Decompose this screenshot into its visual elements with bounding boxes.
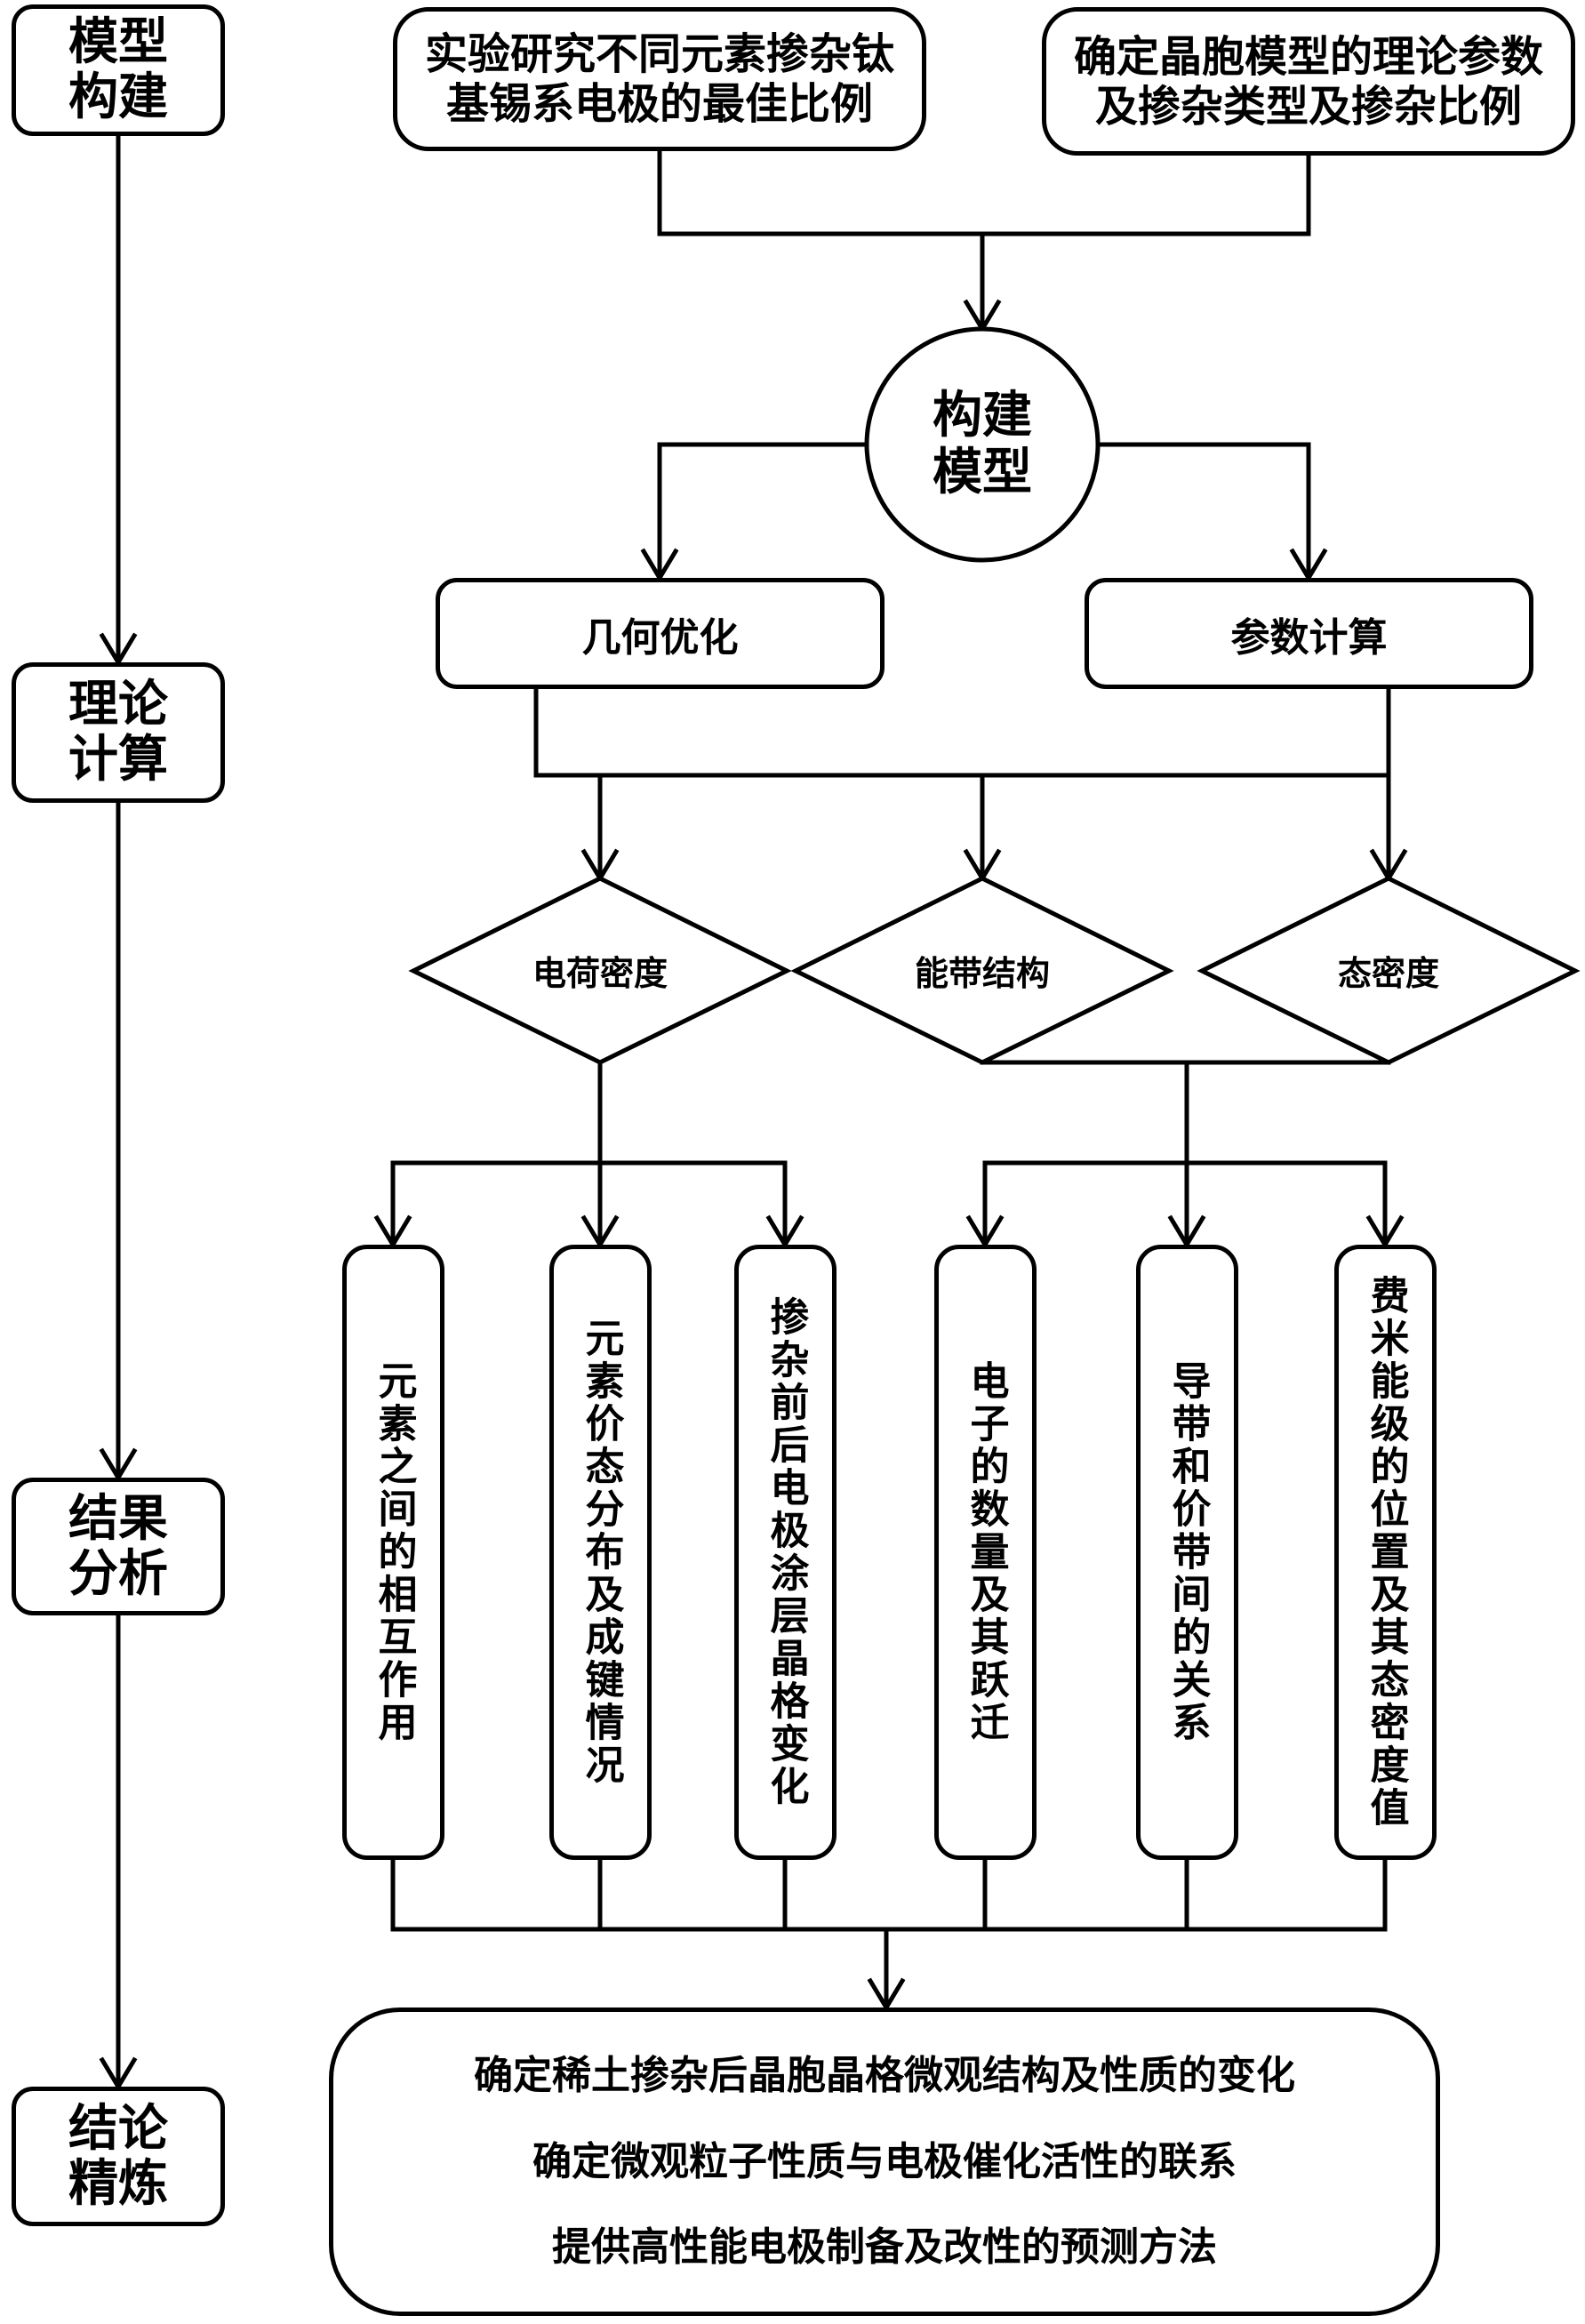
analysis-element-interaction-box: 元素之间的相互作用 <box>342 1245 444 1860</box>
conclusion-line-1: 确定稀土掺杂后晶胞晶格微观结构及性质的变化 <box>474 2054 1295 2098</box>
stage-analysis-line-2: 分析 <box>68 1547 168 1602</box>
analysis-valence-bonding-label: 元素价态分布及成键情况 <box>581 1318 620 1787</box>
connector-hub-to-parameters <box>1098 445 1309 578</box>
stage-modeling-box: 模型 构建 <box>12 4 225 136</box>
stage-calculation-line-1: 理论 <box>68 677 168 733</box>
stage-conclusion-box: 结论 精炼 <box>12 2087 225 2226</box>
analysis-electron-transition-label: 电子的数量及其跃迁 <box>966 1360 1005 1744</box>
connector-hub-to-geometry <box>660 445 867 578</box>
experiment-input-box: 实验研究不同元素掺杂钛 基锡系电极的最佳比例 <box>393 7 926 151</box>
stage-modeling-line-1: 模型 <box>68 15 168 70</box>
experiment-input-line-1: 实验研究不同元素掺杂钛 <box>425 29 894 79</box>
model-parameters-line-2: 及掺杂类型及掺杂比例 <box>1095 82 1522 132</box>
geometry-optimization-label: 几何优化 <box>582 605 739 662</box>
experiment-input-line-2: 基锡系电极的最佳比例 <box>446 79 873 129</box>
analysis-valence-bonding-box: 元素价态分布及成键情况 <box>549 1245 652 1860</box>
analysis-lattice-change-label: 掺杂前后电极涂层晶格变化 <box>766 1296 805 1808</box>
charge-density-label: 电荷密度 <box>413 878 787 1062</box>
analysis-element-interaction-label: 元素之间的相互作用 <box>374 1360 413 1744</box>
band-structure-label: 能带结构 <box>796 878 1169 1062</box>
build-model-label: 构建 模型 <box>867 329 1098 560</box>
analysis-band-relation-label: 导带和价带间的关系 <box>1168 1360 1207 1744</box>
stage-calculation-line-2: 计算 <box>68 733 168 788</box>
stage-calculation-box: 理论 计算 <box>12 662 225 803</box>
analysis-fermi-level-box: 费米能级的位置及其态密度值 <box>1334 1245 1437 1860</box>
analysis-band-relation-box: 导带和价带间的关系 <box>1136 1245 1238 1860</box>
build-model-line-1: 构建 <box>933 388 1032 445</box>
parameter-calculation-label: 参数计算 <box>1231 605 1388 662</box>
analysis-lattice-change-box: 掺杂前后电极涂层晶格变化 <box>734 1245 837 1860</box>
conclusions-box: 确定稀土掺杂后晶胞晶格微观结构及性质的变化 确定微观粒子性质与电极催化活性的联系… <box>329 2007 1440 2316</box>
stage-conclusion-line-2: 精炼 <box>68 2157 168 2212</box>
conclusion-line-2: 确定微观粒子性质与电极催化活性的联系 <box>532 2140 1237 2184</box>
analysis-electron-transition-box: 电子的数量及其跃迁 <box>934 1245 1037 1860</box>
build-model-line-2: 模型 <box>933 445 1032 501</box>
geometry-optimization-box: 几何优化 <box>436 578 885 689</box>
density-of-states-label: 态密度 <box>1202 878 1575 1062</box>
analysis-fermi-level-label: 费米能级的位置及其态密度值 <box>1366 1275 1405 1830</box>
stage-modeling-line-2: 构建 <box>68 70 168 125</box>
conclusion-line-3: 提供高性能电极制备及改性的预测方法 <box>552 2225 1217 2270</box>
stage-conclusion-line-1: 结论 <box>68 2102 168 2157</box>
model-parameters-input-box: 确定晶胞模型的理论参数 及掺杂类型及掺杂比例 <box>1042 7 1575 156</box>
stage-analysis-line-1: 结果 <box>68 1492 168 1547</box>
parameter-calculation-box: 参数计算 <box>1085 578 1533 689</box>
stage-analysis-box: 结果 分析 <box>12 1478 225 1615</box>
model-parameters-line-1: 确定晶胞模型的理论参数 <box>1074 32 1543 82</box>
